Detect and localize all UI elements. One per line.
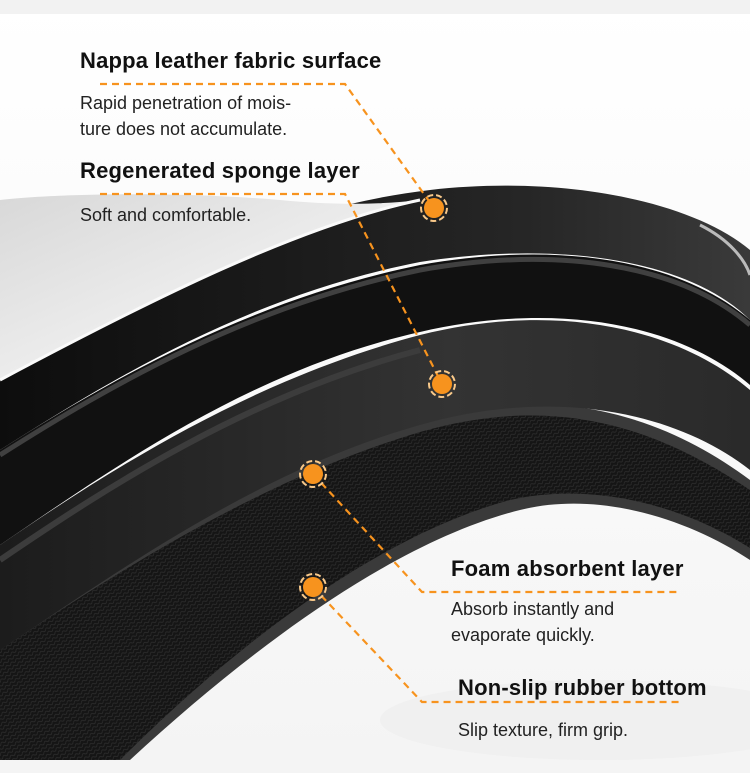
callout-desc-line: evaporate quickly. [451,625,595,645]
marker-3-icon [299,460,327,488]
marker-4-icon [299,573,327,601]
callout-title: Nappa leather fabric surface [80,48,382,73]
callout-sponge-layer: Regenerated sponge layer Soft and comfor… [80,158,360,228]
callout-title: Foam absorbent layer [451,556,684,581]
callout-desc-line: Rapid penetration of mois- [80,93,292,113]
marker-1-icon [420,194,448,222]
callout-desc-line: ture does not accumulate. [80,119,288,139]
callout-desc-line: Slip texture, firm grip. [458,720,629,740]
callout-desc-line: Soft and comfortable. [80,205,252,225]
callout-desc-line: Absorb instantly and [451,599,615,619]
callout-rubber-bottom: Non-slip rubber bottom Slip texture, fir… [458,675,707,743]
callout-foam-layer: Foam absorbent layer Absorb instantly an… [451,556,684,648]
callout-title: Regenerated sponge layer [80,158,360,183]
callout-nappa-leather: Nappa leather fabric surface Rapid penet… [80,48,382,142]
callout-title: Non-slip rubber bottom [458,675,707,700]
marker-2-icon [428,370,456,398]
